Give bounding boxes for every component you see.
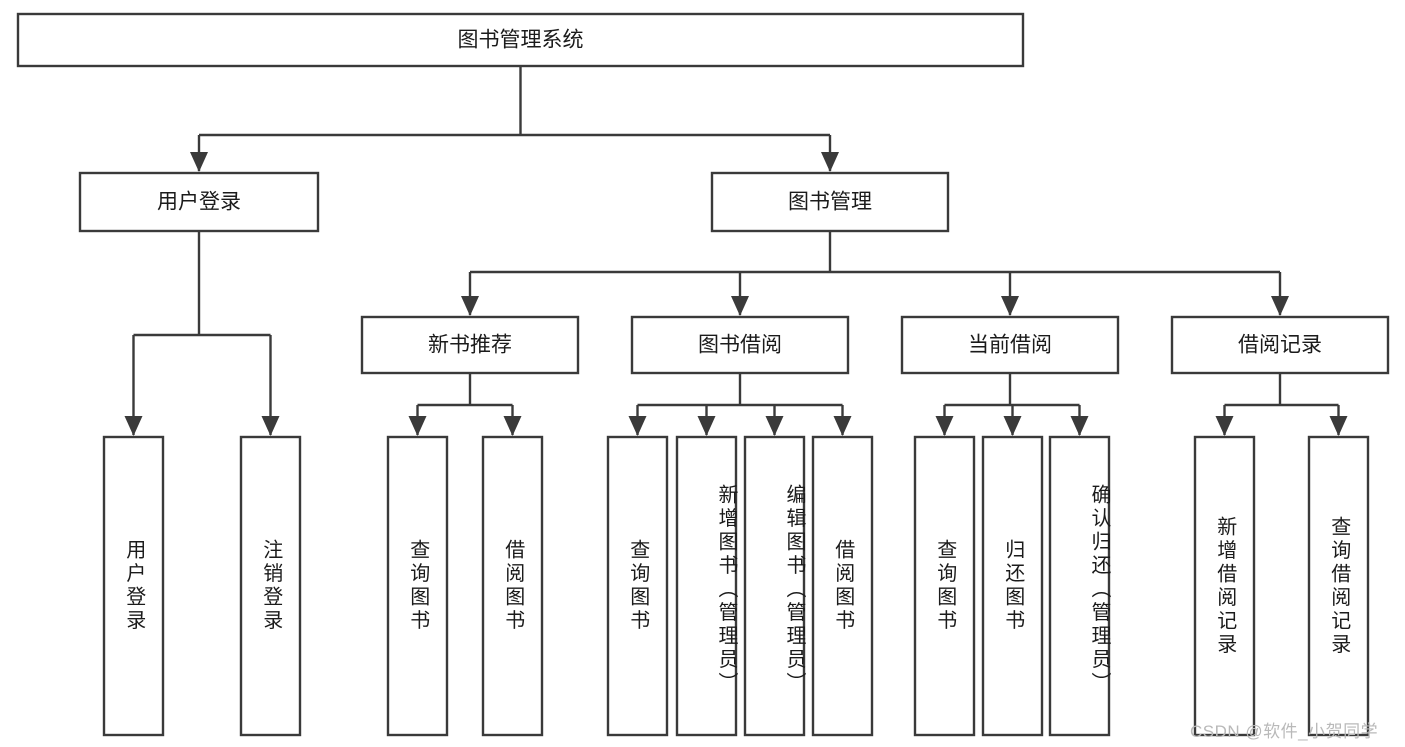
leaf-node-box-9[interactable] [981, 435, 1044, 737]
arrow-head-icon [1001, 296, 1019, 316]
arrow-head-icon [408, 416, 427, 436]
leaf-node-box-10[interactable] [1048, 435, 1111, 737]
leaf-node-box-0[interactable] [102, 435, 165, 737]
level3-node-box-3[interactable] [1170, 315, 1390, 375]
level3-node-box-2[interactable] [900, 315, 1120, 375]
arrow-head-icon [765, 416, 784, 436]
arrow-head-icon [821, 152, 839, 172]
arrow-head-icon [124, 416, 143, 436]
arrow-head-icon [1271, 296, 1289, 316]
arrow-head-icon [833, 416, 852, 436]
leaf-node-box-11[interactable] [1193, 435, 1256, 737]
level2-node-label-1: 图书管理 [788, 191, 872, 214]
leaf-node-box-2[interactable] [386, 435, 449, 737]
arrow-head-icon [731, 296, 749, 316]
arrow-head-icon [1215, 416, 1234, 436]
level3-node-label-0: 新书推荐 [428, 334, 512, 357]
arrow-head-icon [1329, 416, 1348, 436]
arrow-head-icon [461, 296, 479, 316]
level2-node-box-1[interactable] [710, 171, 950, 233]
level3-node-label-3: 借阅记录 [1238, 334, 1322, 357]
level3-node-box-1[interactable] [630, 315, 850, 375]
level3-node-box-0[interactable] [360, 315, 580, 375]
level2-node-box-0[interactable] [78, 171, 320, 233]
connector-layer [124, 66, 1348, 436]
leaf-node-box-4[interactable] [606, 435, 669, 737]
leaf-node-box-6[interactable] [743, 435, 806, 737]
arrow-head-icon [1003, 416, 1022, 436]
arrow-head-icon [697, 416, 716, 436]
root-node-box[interactable] [16, 12, 1025, 68]
arrow-head-icon [190, 152, 208, 172]
level2-node-label-0: 用户登录 [157, 191, 241, 214]
arrow-head-icon [1070, 416, 1089, 436]
arrow-head-icon [261, 416, 280, 436]
arrow-head-icon [935, 416, 954, 436]
level3-node-label-2: 当前借阅 [968, 334, 1052, 357]
box-layer [16, 12, 1390, 737]
arrow-head-icon [628, 416, 647, 436]
leaf-node-box-8[interactable] [913, 435, 976, 737]
level3-node-label-1: 图书借阅 [698, 334, 782, 357]
leaf-node-box-1[interactable] [239, 435, 302, 737]
leaf-node-box-7[interactable] [811, 435, 874, 737]
arrow-head-icon [503, 416, 522, 436]
leaf-node-box-3[interactable] [481, 435, 544, 737]
root-node-label: 图书管理系统 [458, 29, 584, 52]
leaf-node-box-12[interactable] [1307, 435, 1370, 737]
leaf-node-box-5[interactable] [675, 435, 738, 737]
